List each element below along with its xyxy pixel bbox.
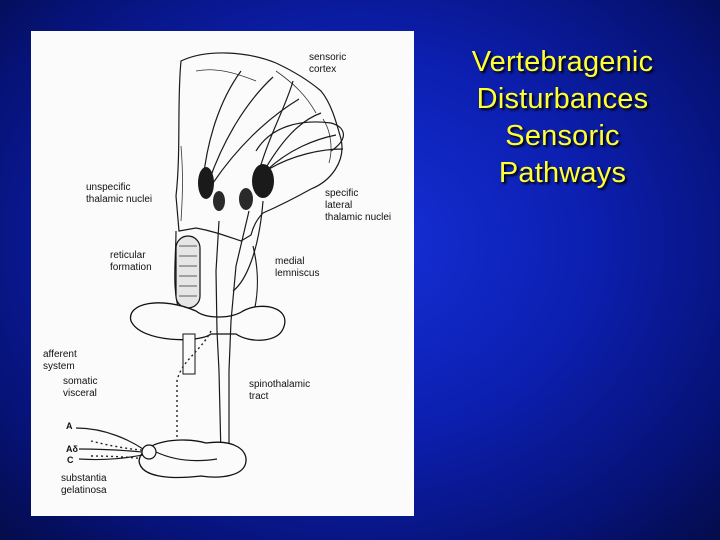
cortex-sulcus-4 (181, 146, 183, 221)
spinal-cord-segment (139, 440, 246, 477)
dorsal-root-fiber-a (76, 428, 143, 449)
label-sensoric-cortex: sensoric cortex (309, 52, 349, 75)
specific-thalamic-nucleus-2 (239, 188, 253, 210)
spinothalamic-tract-line (216, 221, 221, 456)
label-fiber-a: A (66, 421, 73, 431)
unspecific-thalamic-nucleus-2 (213, 191, 225, 211)
title-line-3: Sensoric (430, 118, 695, 155)
unspecific-thalamic-nucleus (198, 167, 214, 199)
pons-cross-section (131, 303, 285, 340)
label-afferent-system: afferent system (43, 349, 80, 372)
label-fiber-c: C (67, 455, 74, 465)
label-substantia-gelatinosa: substantia gelatinosa (61, 473, 109, 496)
thalamocortical-fiber-1 (203, 71, 241, 181)
reticular-formation (176, 236, 200, 308)
label-fiber-ad: Aδ (66, 444, 78, 454)
cortex-sulcus-1 (196, 70, 256, 81)
label-somatic-visceral: somatic visceral (63, 376, 100, 399)
slide-title: Vertebragenic Disturbances Sensoric Path… (430, 44, 695, 192)
title-line-4: Pathways (430, 155, 695, 192)
title-line-1: Vertebragenic (430, 44, 695, 81)
label-unspecific-thalamic-nuclei: unspecific thalamic nuclei (86, 182, 152, 205)
central-canal (183, 334, 195, 374)
label-spinothalamic-tract: spinothalamic tract (249, 379, 313, 402)
cortex-sulcus-3 (323, 119, 331, 163)
title-line-2: Disturbances (430, 81, 695, 118)
label-reticular-formation: reticular formation (110, 250, 152, 273)
specific-thalamic-nucleus (252, 164, 274, 198)
dorsal-root-fiber-ad (79, 449, 142, 452)
dorsal-root-fiber-c (79, 455, 143, 460)
cortex-sulcus-2 (276, 71, 316, 113)
dorsal-root-ganglion (142, 445, 156, 459)
sensory-pathway-diagram: sensoric cortex unspecific thalamic nucl… (31, 31, 414, 516)
label-medial-lemniscus: medial lemniscus (275, 256, 319, 279)
diagram-drawing: sensoric cortex unspecific thalamic nucl… (31, 31, 414, 516)
label-specific-lateral-thalamic-nuclei: specific lateral thalamic nuclei (325, 188, 391, 223)
